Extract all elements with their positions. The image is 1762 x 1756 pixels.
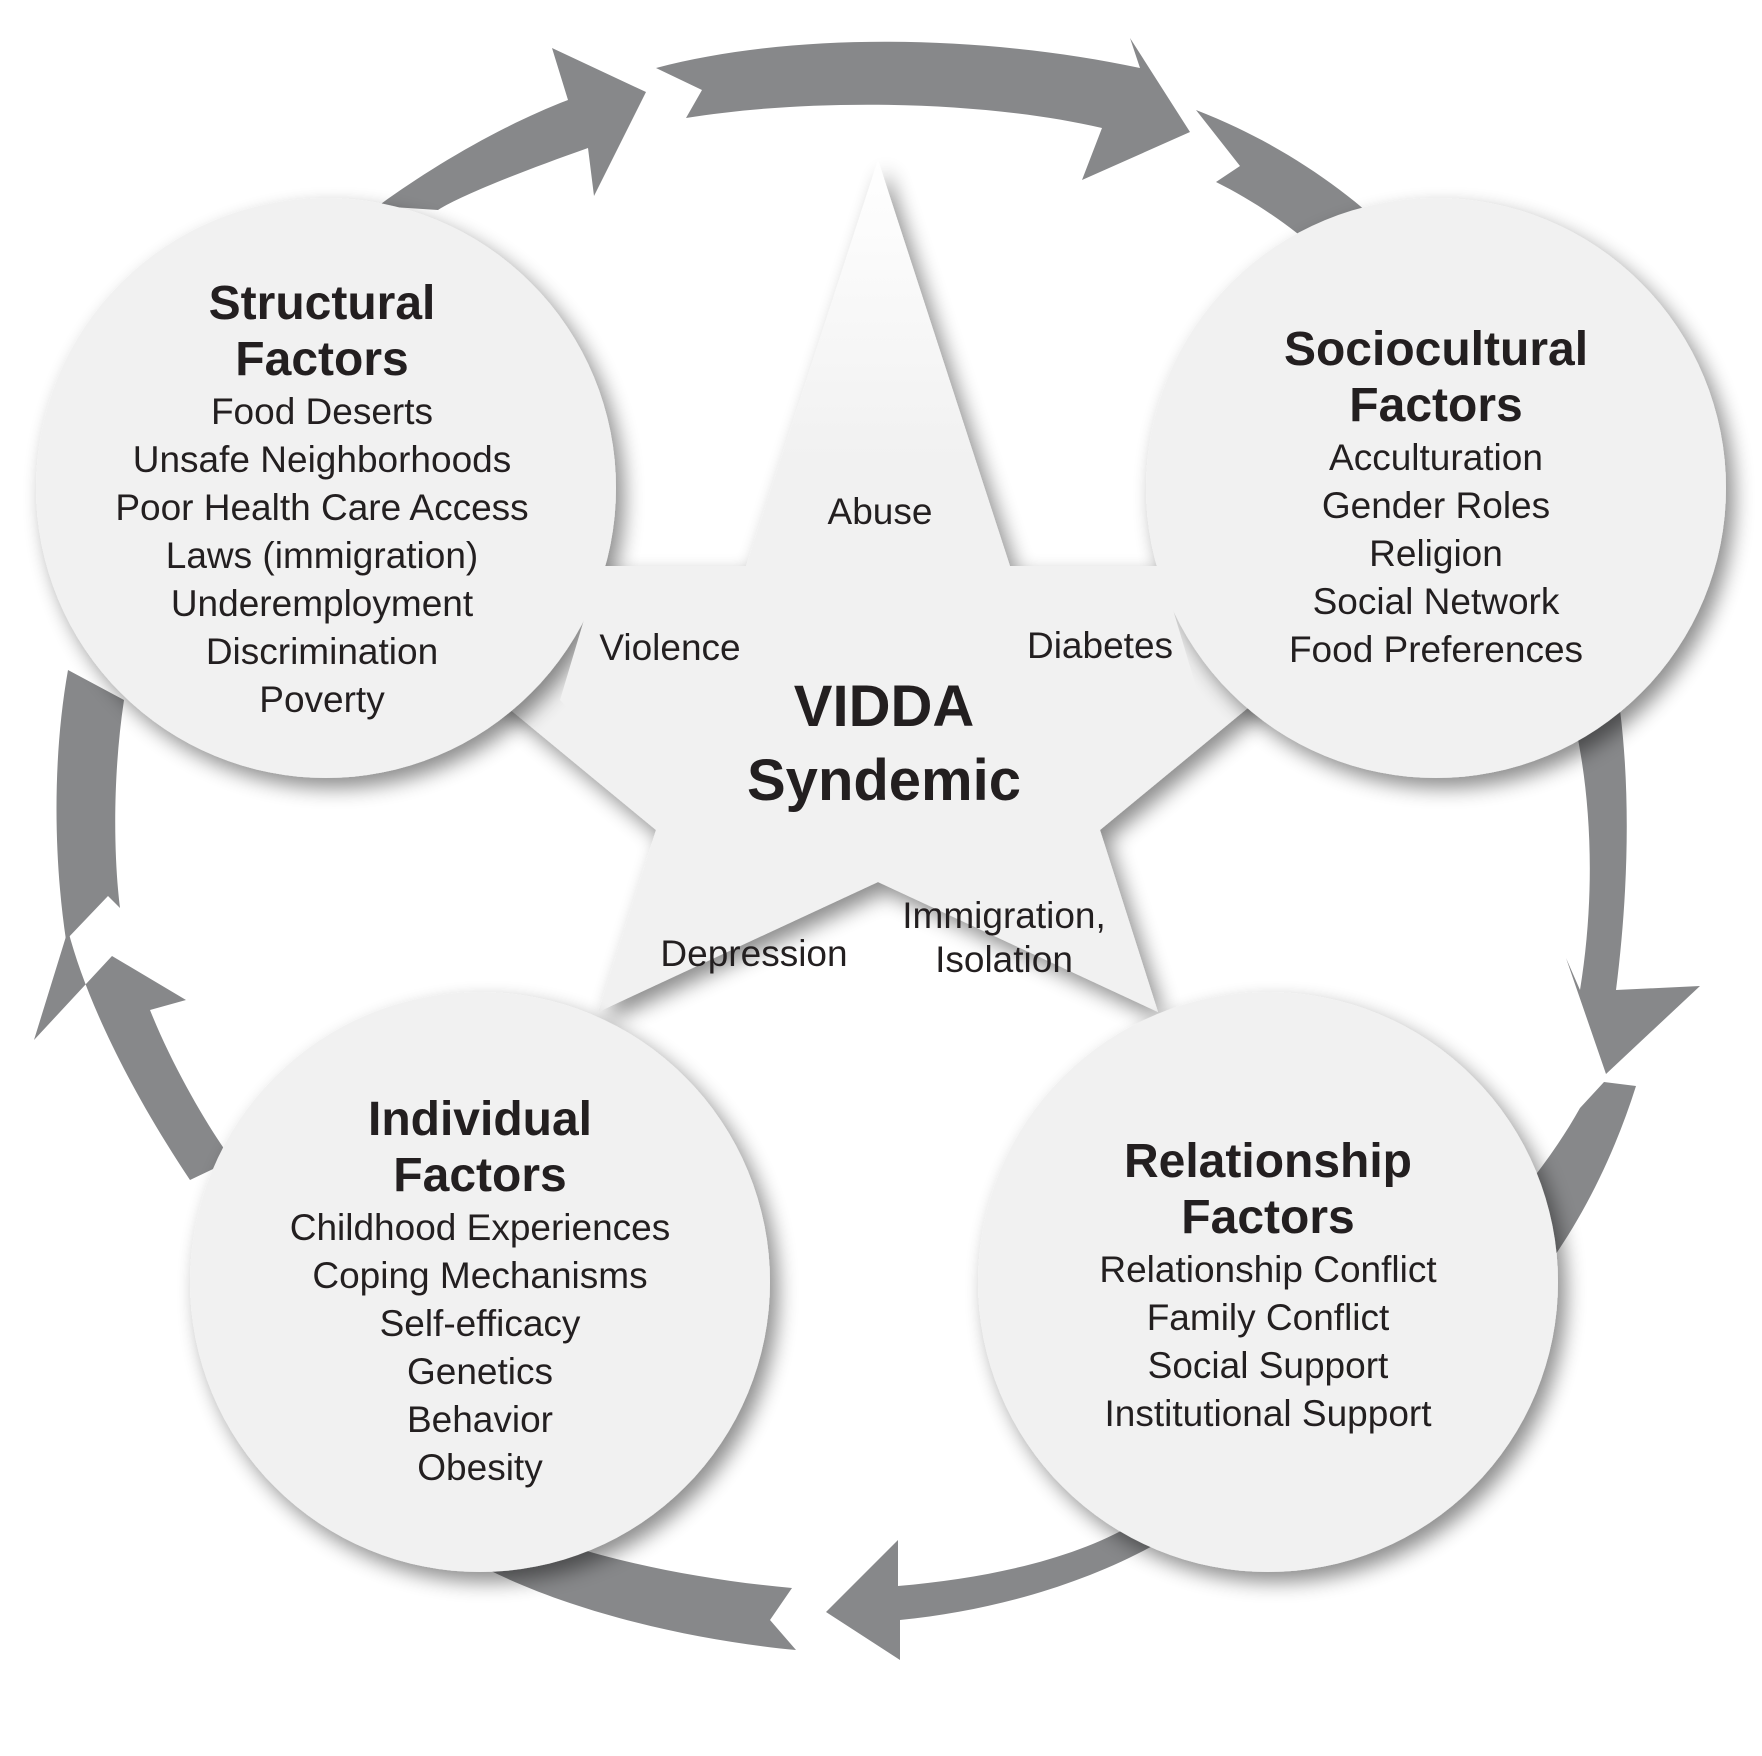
individual-factor-item: Childhood Experiences [289, 1207, 671, 1248]
star-label-immigration: Immigration, [902, 895, 1106, 936]
sociocultural-factor-item: Gender Roles [1321, 485, 1551, 526]
cycle-arrow-9 [56, 670, 124, 940]
structural-factor-item: Poverty [259, 679, 385, 720]
star-label-abuse: Abuse [827, 491, 933, 532]
star-join-right [1010, 566, 1200, 760]
sociocultural-factors-title-2: Factors [1349, 379, 1523, 432]
relationship-factor-item: Social Support [1147, 1345, 1389, 1386]
structural-factor-item: Food Deserts [210, 391, 434, 432]
sociocultural-factors-text: Sociocultural Factors Acculturation Gend… [1284, 322, 1588, 674]
individual-factor-item: Self-efficacy [379, 1303, 581, 1344]
star-label-isolation: Isolation [935, 939, 1073, 980]
relationship-factor-item: Relationship Conflict [1099, 1249, 1437, 1290]
cycle-arrow-6 [826, 1520, 1180, 1660]
star-label-diabetes: Diabetes [1026, 625, 1174, 666]
cycle-arrow-1 [378, 48, 646, 210]
center-title: VIDDA Syndemic [747, 670, 1021, 818]
individual-factors-circle [190, 992, 770, 1572]
relationship-factors-circle [978, 992, 1558, 1572]
individual-factor-item: Behavior [406, 1399, 554, 1440]
central-star [336, 160, 1420, 1012]
sociocultural-factor-item: Religion [1369, 533, 1503, 574]
cycle-arrow-2 [656, 38, 1190, 180]
individual-factors-text: Individual Factors Childhood Experiences… [290, 1092, 671, 1492]
structural-factors-title-1: Structural [208, 277, 436, 330]
structural-factor-item: Laws (immigration) [165, 535, 479, 576]
structural-factors-circle [36, 198, 616, 778]
relationship-factors-title-2: Factors [1181, 1191, 1355, 1244]
individual-factor-item: Coping Mechanisms [312, 1255, 648, 1296]
structural-factor-item: Unsafe Neighborhoods [132, 439, 512, 480]
structural-factor-item: Discrimination [205, 631, 439, 672]
cycle-arrow-8 [34, 930, 232, 1180]
star-label-immigration-isolation: Immigration, Isolation [902, 894, 1106, 982]
individual-factors-title-1: Individual [367, 1093, 593, 1146]
center-title-line2: Syndemic [747, 748, 1021, 813]
sociocultural-factor-item: Social Network [1312, 581, 1560, 622]
star-join-left [560, 566, 746, 760]
sociocultural-factor-item: Food Preferences [1288, 629, 1584, 670]
relationship-factor-item: Family Conflict [1146, 1297, 1390, 1338]
relationship-factors-title-1: Relationship [1123, 1135, 1413, 1188]
sociocultural-factors-circle [1146, 198, 1726, 778]
structural-factor-item: Poor Health Care Access [115, 487, 529, 528]
individual-factor-item: Genetics [406, 1351, 554, 1392]
sociocultural-factors-title-1: Sociocultural [1283, 323, 1589, 376]
individual-factors-title-2: Factors [393, 1149, 567, 1202]
structural-factors-text: Structural Factors Food Deserts Unsafe N… [115, 276, 528, 724]
structural-factors-title-2: Factors [235, 333, 409, 386]
relationship-factors-text: Relationship Factors Relationship Confli… [1099, 1134, 1436, 1438]
structural-factor-item: Underemployment [170, 583, 474, 624]
star-label-violence: Violence [599, 627, 741, 668]
relationship-factor-item: Institutional Support [1104, 1393, 1432, 1434]
sociocultural-factor-item: Acculturation [1329, 437, 1543, 478]
individual-factor-item: Obesity [417, 1447, 543, 1488]
star-label-depression: Depression [660, 933, 848, 974]
center-title-line1: VIDDA [793, 674, 975, 739]
